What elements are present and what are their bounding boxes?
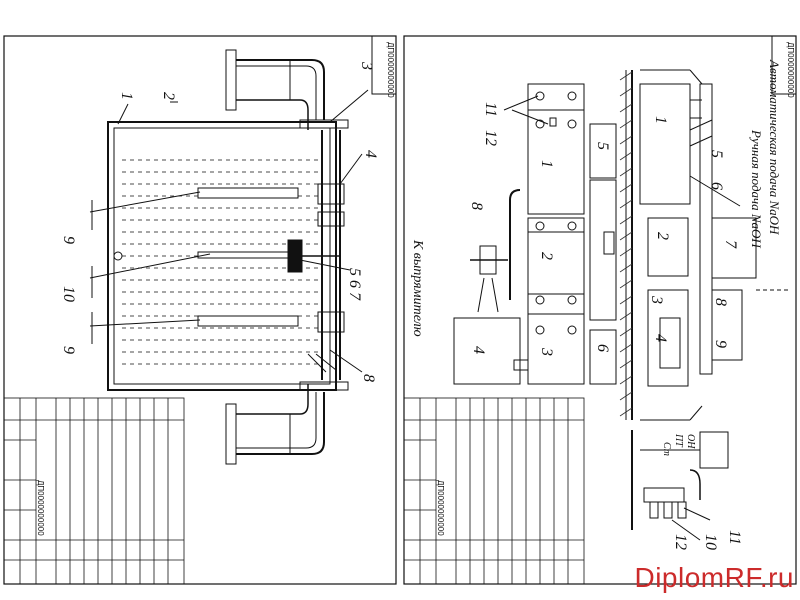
right-title-block <box>403 397 585 585</box>
left-sheet-text: ДП0000000000 ДП0000000000 1 2 3 4 9 10 9… <box>36 42 395 536</box>
detail-label-st: Ст <box>661 442 672 456</box>
plan-callout-1: 1 <box>538 160 555 168</box>
left-callout-9b: 9 <box>60 346 77 354</box>
plan-callout-11: 11 <box>482 102 499 117</box>
left-title-code: ДП0000000000 <box>36 480 45 536</box>
direction-label: К выпрямителю <box>410 239 425 337</box>
section-callout-5: 5 <box>708 150 725 158</box>
left-electrode-middle <box>197 251 295 259</box>
right-plan-view <box>453 83 617 385</box>
section-tank-3 <box>647 289 689 387</box>
detail-label-on: ОН <box>685 434 696 449</box>
section-callout-9: 9 <box>712 340 729 348</box>
left-pipe-bottom <box>236 392 325 455</box>
site-watermark: DiplomRF.ru <box>634 562 794 593</box>
left-pipe-top <box>236 59 325 120</box>
detail-callout-10: 10 <box>702 534 719 550</box>
section-callout-1: 1 <box>652 116 669 124</box>
section-callout-6: 6 <box>708 182 725 190</box>
plan-callout-4: 4 <box>470 346 487 354</box>
right-title-code: ДП0000000000 <box>436 480 445 536</box>
plan-cell-1 <box>527 83 585 215</box>
left-callout-4: 4 <box>362 150 379 158</box>
left-callout-1: 1 <box>118 92 135 100</box>
section-callout-4: 4 <box>652 334 669 342</box>
section-callout-2: 2 <box>654 232 671 240</box>
detail-label-pt: ПТ <box>673 433 684 448</box>
detail-block <box>699 431 729 469</box>
plan-box-5 <box>589 123 617 179</box>
plan-callout-8: 8 <box>468 202 485 210</box>
left-sheet-frame <box>3 35 397 585</box>
section-block-7 <box>711 217 757 279</box>
plan-callout-6: 6 <box>594 344 611 352</box>
section-callout-3: 3 <box>648 295 665 304</box>
section-tank-1 <box>639 83 691 205</box>
left-callout-10: 10 <box>60 286 77 302</box>
left-electrode-top <box>197 187 299 199</box>
detail-callout-12: 12 <box>672 534 689 550</box>
plan-callout-3: 3 <box>538 347 555 356</box>
plan-callout-2: 2 <box>538 252 555 260</box>
right-sheet-frame <box>403 35 797 585</box>
right-sheet-text: ДП0000000000 ДП0000000000 К выпрямителю … <box>410 42 795 550</box>
left-sheet <box>3 35 397 585</box>
left-title-block <box>3 397 185 585</box>
right-ground-hatch <box>619 71 633 417</box>
plan-box-6 <box>589 329 617 385</box>
plan-tank-4 <box>453 317 521 385</box>
right-stamp-box <box>771 35 797 95</box>
section-callout-8: 8 <box>712 298 729 306</box>
left-clamp-bottom <box>317 311 345 333</box>
plan-callout-5: 5 <box>594 142 611 150</box>
section-callout-7: 7 <box>722 240 739 249</box>
plan-callout-12: 12 <box>482 130 499 146</box>
left-callout-9a: 9 <box>60 236 77 244</box>
left-stamp-text: ДП0000000000 <box>386 42 395 98</box>
left-leader-1 <box>117 103 129 125</box>
left-tank-liquid <box>122 159 320 365</box>
left-clamp-top <box>317 183 345 205</box>
plan-cell-3 <box>527 293 585 385</box>
left-callout-3: 3 <box>358 61 375 70</box>
right-section-view <box>625 69 790 421</box>
annotation-auto-naoh: Автоматическая подача NaOH <box>767 59 782 235</box>
right-detail-view <box>631 430 729 541</box>
left-callout-2: 2 <box>160 92 177 100</box>
detail-callout-11: 11 <box>726 530 743 545</box>
left-flange-top <box>225 49 237 111</box>
left-electrode-bottom <box>197 315 299 327</box>
section-tank-2 <box>647 217 689 277</box>
annotation-manual-naoh: Ручная подача NaOH <box>749 129 764 248</box>
left-callout-8: 8 <box>360 374 377 382</box>
left-stamp-box <box>371 35 397 95</box>
left-callout-567: 5 6 7 <box>346 268 363 301</box>
right-stamp-text: ДП0000000000 <box>786 42 795 98</box>
right-sheet <box>403 35 797 585</box>
left-flange-bottom <box>225 403 237 465</box>
